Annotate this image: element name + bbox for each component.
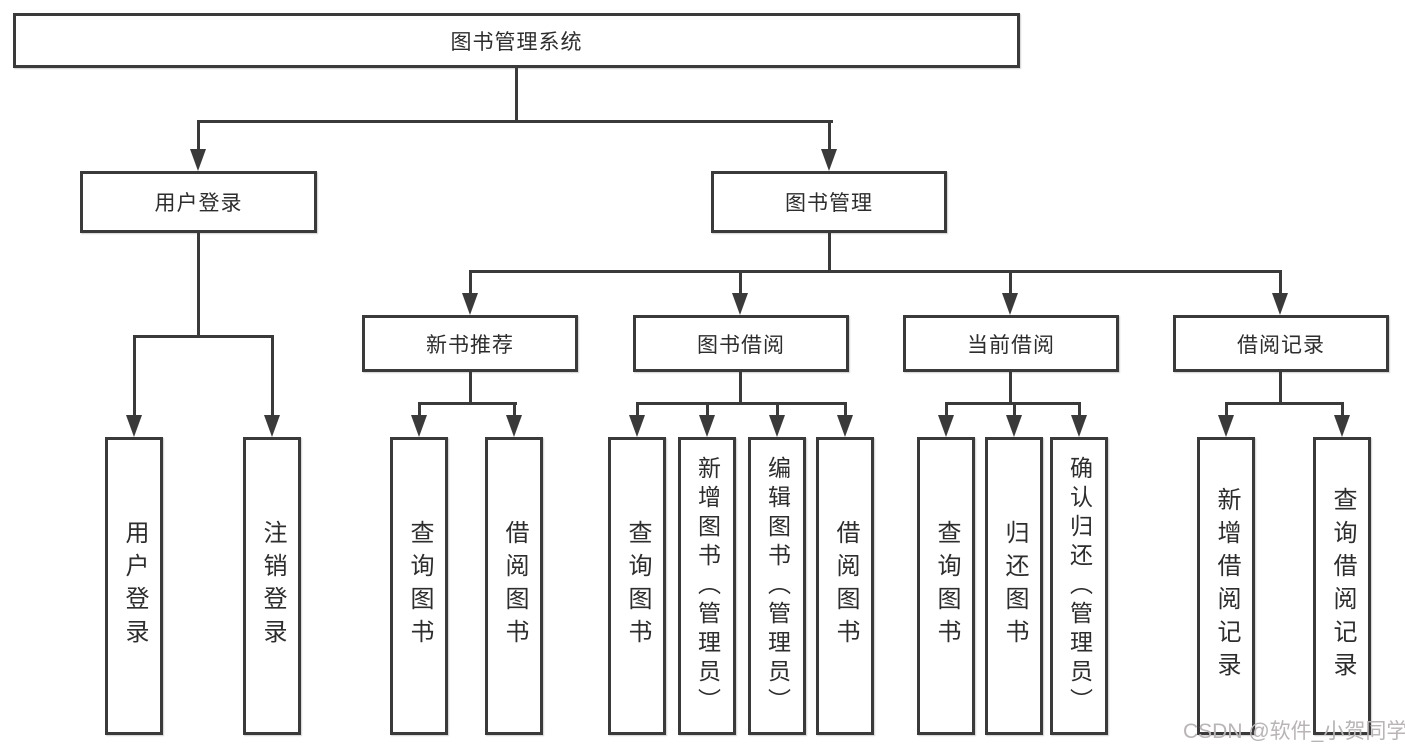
connector-drop bbox=[1341, 402, 1344, 419]
arrow-down-icon bbox=[732, 293, 748, 315]
connector-drop bbox=[945, 402, 948, 419]
leaf-borrow-add-admin-label: 新增图书（管理员） bbox=[694, 455, 721, 717]
leaf-borrow-add-admin: 新增图书（管理员） bbox=[678, 437, 736, 735]
connector-drop bbox=[1279, 270, 1282, 298]
leaf-borrow-book: 借阅图书 bbox=[816, 437, 874, 735]
arrow-down-icon bbox=[769, 415, 785, 437]
leaf-record-add-label: 新增借阅记录 bbox=[1213, 487, 1240, 685]
connector-bus-level3 bbox=[469, 270, 1282, 273]
node-root: 图书管理系统 bbox=[13, 13, 1020, 68]
connector-drop bbox=[197, 120, 200, 154]
node-root-label: 图书管理系统 bbox=[450, 30, 583, 54]
node-user-login: 用户登录 bbox=[80, 171, 317, 233]
connector-stem-borrow-records bbox=[1279, 370, 1282, 404]
connector-drop bbox=[1009, 270, 1012, 298]
node-borrow-records: 借阅记录 bbox=[1173, 315, 1389, 372]
leaf-user-login: 用户登录 bbox=[105, 437, 163, 735]
leaf-current-return: 归还图书 bbox=[985, 437, 1043, 735]
connector-drop bbox=[133, 335, 136, 419]
leaf-current-confirm-admin: 确认归还（管理员） bbox=[1050, 437, 1108, 735]
arrow-down-icon bbox=[821, 149, 837, 171]
leaf-current-query-label: 查询图书 bbox=[933, 520, 960, 652]
leaf-borrow-book-label: 借阅图书 bbox=[832, 520, 859, 652]
arrow-down-icon bbox=[411, 415, 427, 437]
node-current-borrow: 当前借阅 bbox=[903, 315, 1119, 372]
arrow-down-icon bbox=[264, 415, 280, 437]
connector-stem-book-borrow bbox=[739, 370, 742, 404]
arrow-down-icon bbox=[1218, 415, 1234, 437]
arrow-down-icon bbox=[938, 415, 954, 437]
leaf-logout-label: 注销登录 bbox=[259, 520, 286, 652]
connector-stem-current-borrow bbox=[1009, 370, 1012, 404]
node-new-book-recommend: 新书推荐 bbox=[362, 315, 578, 372]
leaf-record-add: 新增借阅记录 bbox=[1197, 437, 1255, 735]
arrow-down-icon bbox=[1334, 415, 1350, 437]
leaf-newbook-borrow-label: 借阅图书 bbox=[501, 520, 528, 652]
arrow-down-icon bbox=[1006, 415, 1022, 437]
leaf-user-login-label: 用户登录 bbox=[121, 520, 148, 652]
leaf-current-return-label: 归还图书 bbox=[1001, 520, 1028, 652]
connector-drop bbox=[1078, 402, 1081, 419]
node-book-management: 图书管理 bbox=[711, 171, 947, 233]
leaf-record-query: 查询借阅记录 bbox=[1313, 437, 1371, 735]
connector-stem-new-book bbox=[469, 370, 472, 404]
arrow-down-icon bbox=[1272, 293, 1288, 315]
node-book-management-label: 图书管理 bbox=[785, 192, 873, 215]
leaf-current-query: 查询图书 bbox=[917, 437, 975, 735]
connector-drop bbox=[739, 270, 742, 298]
connector-stem-root bbox=[515, 66, 518, 122]
leaf-current-confirm-admin-label: 确认归还（管理员） bbox=[1066, 455, 1093, 717]
connector-drop bbox=[776, 402, 779, 419]
connector-drop bbox=[469, 270, 472, 298]
connector-bus-new-book bbox=[418, 402, 517, 405]
connector-drop bbox=[271, 335, 274, 419]
connector-bus-user-login bbox=[133, 335, 274, 338]
node-book-borrow: 图书借阅 bbox=[633, 315, 849, 372]
node-borrow-records-label: 借阅记录 bbox=[1237, 333, 1325, 357]
arrow-down-icon bbox=[462, 293, 478, 315]
node-user-login-label: 用户登录 bbox=[154, 192, 243, 215]
leaf-newbook-borrow: 借阅图书 bbox=[485, 437, 543, 735]
arrow-down-icon bbox=[837, 415, 853, 437]
connector-drop bbox=[706, 402, 709, 419]
leaf-newbook-query-label: 查询图书 bbox=[406, 520, 433, 652]
connector-bus-book-borrow bbox=[636, 402, 847, 405]
connector-drop bbox=[513, 402, 516, 419]
leaf-logout: 注销登录 bbox=[243, 437, 301, 735]
connector-stem-book-management bbox=[828, 231, 831, 272]
connector-bus-level2 bbox=[197, 120, 833, 123]
leaf-borrow-query-label: 查询图书 bbox=[624, 520, 651, 652]
arrow-down-icon bbox=[126, 415, 142, 437]
leaf-newbook-query: 查询图书 bbox=[390, 437, 448, 735]
arrow-down-icon bbox=[699, 415, 715, 437]
connector-drop bbox=[844, 402, 847, 419]
connector-drop bbox=[1225, 402, 1228, 419]
connector-stem-user-login bbox=[197, 231, 200, 338]
connector-drop bbox=[636, 402, 639, 419]
arrow-down-icon bbox=[629, 415, 645, 437]
connector-drop bbox=[1013, 402, 1016, 419]
arrow-down-icon bbox=[1002, 293, 1018, 315]
node-new-book-recommend-label: 新书推荐 bbox=[426, 333, 514, 357]
arrow-down-icon bbox=[506, 415, 522, 437]
node-current-borrow-label: 当前借阅 bbox=[967, 333, 1055, 357]
leaf-borrow-edit-admin-label: 编辑图书（管理员） bbox=[764, 455, 791, 717]
connector-drop bbox=[828, 120, 831, 154]
connector-drop bbox=[418, 402, 421, 419]
arrow-down-icon bbox=[1071, 415, 1087, 437]
leaf-record-query-label: 查询借阅记录 bbox=[1329, 487, 1356, 685]
arrow-down-icon bbox=[190, 149, 206, 171]
csdn-watermark: CSDN @软件_小贺同学 bbox=[1183, 720, 1405, 743]
leaf-borrow-edit-admin: 编辑图书（管理员） bbox=[748, 437, 806, 735]
node-book-borrow-label: 图书借阅 bbox=[697, 333, 785, 357]
connector-bus-borrow-records bbox=[1225, 402, 1344, 405]
leaf-borrow-query: 查询图书 bbox=[608, 437, 666, 735]
